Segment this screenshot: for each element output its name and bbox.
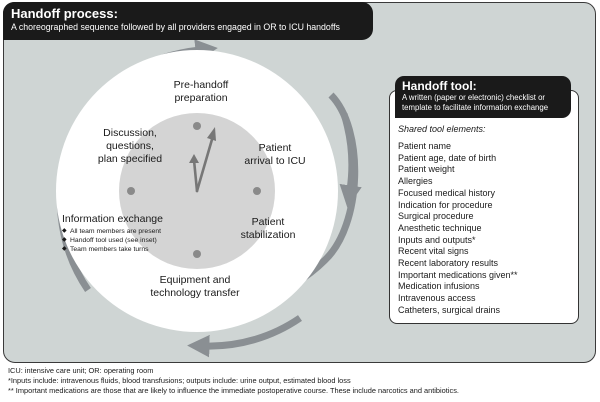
stage-patient-arrival: Patient arrival to ICU (232, 142, 318, 168)
outer-arc-right-head (339, 112, 362, 208)
clock-marker-9 (127, 187, 135, 195)
clock-hour-hand (192, 158, 199, 193)
handoff-tool-header: Handoff tool: A written (paper or electr… (395, 76, 571, 118)
stage-discussion: Discussion, questions, plan specified (86, 127, 174, 166)
clock-marker-12 (193, 122, 201, 130)
handoff-process-subtitle: A choreographed sequence followed by all… (11, 22, 340, 32)
stage-equipment-transfer-line-2: technology transfer (150, 287, 240, 299)
stage-information-exchange: Information exchange All team members ar… (62, 213, 180, 254)
handoff-tool-subtitle-line-2: template to facilitate information excha… (402, 103, 549, 112)
tool-element: Patient weight (398, 164, 455, 175)
information-exchange-bullets: All team members are present Handoff too… (62, 227, 180, 254)
clock-hour-hand-tip (189, 154, 199, 163)
tool-element: Allergies (398, 176, 433, 187)
stage-patient-stabilization-line-1: Patient (251, 216, 285, 228)
stage-pre-handoff: Pre-handoff preparation (146, 79, 256, 105)
stage-pre-handoff-line-1: Pre-handoff (173, 79, 229, 91)
information-exchange-bullet: Team members take turns (62, 245, 180, 254)
clock-markers (127, 122, 261, 258)
footnotes: ICU: intensive care unit; OR: operating … (8, 366, 459, 396)
clock-minute-hand-tip (207, 127, 216, 141)
stage-pre-handoff-line-2: preparation (174, 92, 228, 104)
handoff-tool-box (389, 90, 579, 324)
information-exchange-bullet: Handoff tool used (see inset) (62, 236, 180, 245)
clock-minute-hand (195, 134, 215, 193)
tool-element: Recent vital signs (398, 246, 469, 257)
tool-element: Medication infusions (398, 281, 480, 292)
information-exchange-title: Information exchange (62, 213, 163, 225)
stage-patient-arrival-line-2: arrival to ICU (244, 155, 306, 167)
stage-patient-arrival-line-1: Patient (258, 142, 292, 154)
tool-element: Anesthetic technique (398, 222, 482, 233)
tool-element: Indication for procedure (398, 199, 493, 210)
tool-element: Catheters, surgical drains (398, 304, 501, 315)
stage-patient-stabilization-line-2: stabilization (240, 229, 296, 241)
handoff-process-title: Handoff process: (11, 6, 118, 21)
handoff-tool-title: Handoff tool: (402, 79, 477, 93)
footnote-abbreviations: ICU: intensive care unit; OR: operating … (8, 366, 154, 375)
stage-equipment-transfer: Equipment and technology transfer (130, 274, 260, 300)
clock-marker-3 (253, 187, 261, 195)
handoff-process-header: Handoff process: A choreographed sequenc… (3, 2, 373, 40)
tool-element: Recent laboratory results (398, 258, 499, 269)
clock-hands (189, 127, 216, 193)
tool-element: Important medications given** (398, 269, 518, 280)
outer-arc-bottom (187, 315, 302, 358)
shared-tool-elements-list: Patient name Patient age, date of birth … (398, 141, 518, 317)
clock-marker-6 (193, 250, 201, 258)
footnote-important-medications: ** Important medications are those that … (8, 386, 459, 395)
tool-element: Focused medical history (398, 187, 496, 198)
handoff-tool-subtitle-line-1: A written (paper or electronic) checklis… (402, 93, 545, 102)
stage-equipment-transfer-line-1: Equipment and (159, 274, 231, 286)
tool-element: Surgical procedure (398, 211, 474, 222)
tool-element: Patient name (398, 141, 452, 151)
shared-tool-elements-label: Shared tool elements: (398, 124, 486, 134)
stage-patient-stabilization: Patient stabilization (228, 216, 308, 242)
tool-element: Intravenous access (398, 293, 476, 304)
tool-element: Patient age, date of birth (398, 152, 497, 163)
footnote-inputs-outputs: *Inputs include: intravenous fluids, blo… (8, 376, 351, 385)
stage-discussion-line-3: plan specified (97, 153, 163, 165)
stage-discussion-line-1: Discussion, (103, 127, 157, 139)
tool-element: Inputs and outputs* (398, 234, 476, 245)
information-exchange-bullet: All team members are present (62, 227, 180, 236)
stage-discussion-line-2: questions, (106, 140, 154, 152)
